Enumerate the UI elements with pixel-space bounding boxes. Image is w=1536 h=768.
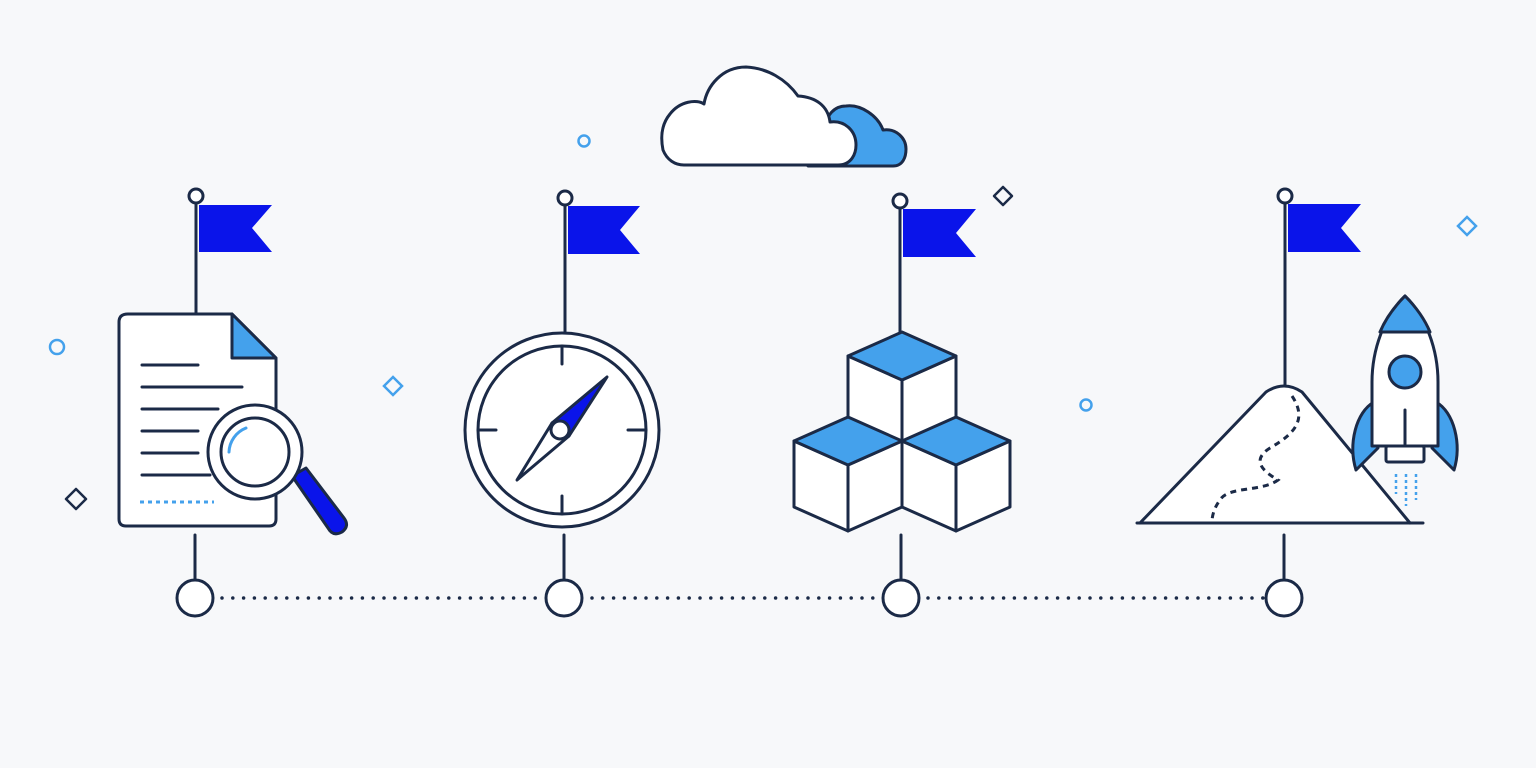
- timeline-node-4: [1264, 578, 1304, 618]
- flag-4: [1276, 187, 1361, 390]
- diamond-sparkle-icon: [1456, 215, 1478, 237]
- diamond-sparkle-icon: [992, 185, 1014, 207]
- cube-top: [846, 330, 958, 444]
- flag-3-icon: [903, 209, 976, 257]
- timeline-node-3: [881, 578, 921, 618]
- cube-right: [900, 415, 1012, 533]
- compass-icon: [463, 331, 661, 529]
- flag-2-icon: [568, 206, 640, 254]
- flag-1-icon: [199, 205, 272, 252]
- diamond-sparkle-icon: [64, 487, 88, 511]
- timeline-node-2: [544, 578, 584, 618]
- sparkles: [48, 134, 1478, 511]
- timeline: [175, 533, 1304, 618]
- document-search-icon: [117, 312, 349, 536]
- stacked-cubes-icon: [792, 330, 1012, 533]
- flag-1: [187, 187, 272, 316]
- timeline-stems: [193, 533, 1286, 582]
- flag-3: [891, 192, 976, 336]
- circle-sparkle-icon: [1079, 398, 1093, 412]
- diamond-sparkle-icon: [382, 375, 404, 397]
- cloud-icon: [660, 65, 908, 168]
- mountain-rocket-icon: [1135, 294, 1459, 525]
- cube-left: [792, 415, 904, 533]
- timeline-node-1: [175, 578, 215, 618]
- circle-sparkle-icon: [577, 134, 591, 148]
- circle-sparkle-icon: [48, 338, 66, 356]
- flag-2: [556, 189, 640, 334]
- rocket-icon: [1351, 294, 1459, 506]
- flag-4-icon: [1288, 204, 1361, 252]
